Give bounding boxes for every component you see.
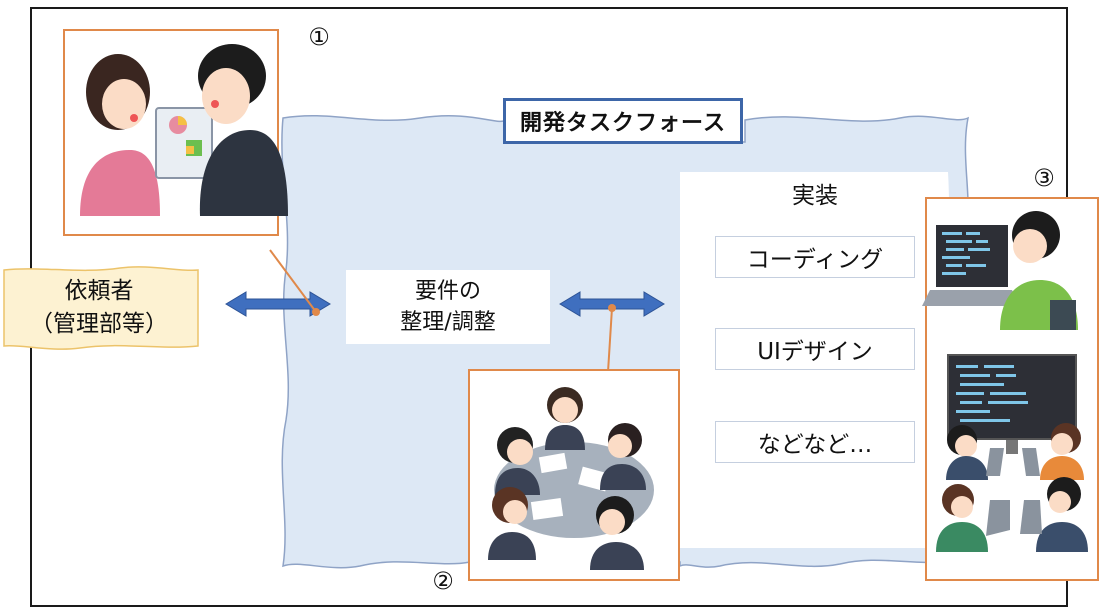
marker-3: ③ [1033,164,1055,192]
requester-line1: 依頼者 [64,278,134,304]
connector-1-dot [312,308,320,316]
implementation-item-ui-design: UIデザイン [715,328,915,370]
requester-label: 依頼者 （管理部等） [0,270,198,346]
connector-2-dot [608,304,616,312]
taskforce-title: 開発タスクフォース [503,98,743,144]
requirements-box: 要件の 整理/調整 [346,270,550,344]
requester-box [3,266,199,350]
marker-1: ① [308,23,330,51]
requirements-line1: 要件の [414,279,481,304]
marker-2: ② [432,567,454,595]
implementation-item-coding: コーディング [715,236,915,278]
connector-1 [269,249,317,313]
connector-2 [607,307,613,373]
requester-line2: （管理部等） [30,311,168,337]
implementation-heading: 実装 [792,183,838,209]
team-meeting-illustration [468,369,680,581]
person-consultation-illustration [63,29,288,236]
implementation-item-etc: などなど… [715,421,915,463]
developers-illustration [922,197,1099,581]
requirements-line2: 整理/調整 [400,310,496,335]
arrow-requester-requirements [225,291,331,317]
